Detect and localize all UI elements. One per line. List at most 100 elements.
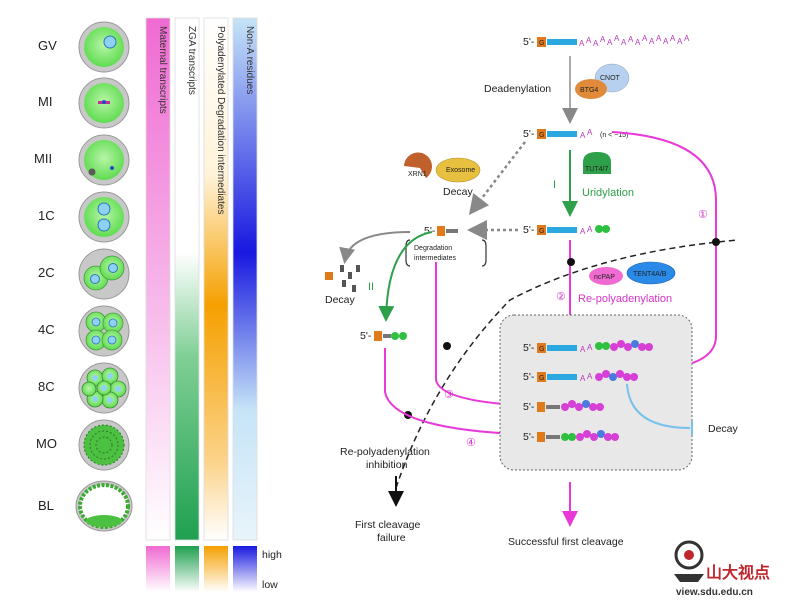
- svg-text:A: A: [579, 39, 585, 48]
- logo-url: view.sdu.edu.cn: [676, 587, 753, 598]
- svg-text:A: A: [593, 39, 599, 48]
- failure-label-1: First cleavage: [355, 519, 421, 531]
- deg-intermediates-label: Degradation: [414, 245, 452, 252]
- svg-text:5'-: 5'-: [360, 330, 372, 342]
- legend-swatch-zga: [175, 546, 199, 592]
- svg-text:A: A: [635, 38, 641, 47]
- svg-text:A: A: [649, 37, 655, 46]
- repolyadenylation-label: Re-polyadenylation: [578, 293, 672, 305]
- svg-text:Exosome: Exosome: [446, 167, 475, 174]
- svg-text:G: G: [539, 40, 544, 47]
- decay-inhibition-line: [626, 383, 691, 429]
- n-less-label: (n < ~15): [600, 132, 628, 139]
- tut47-enzyme: TUT4/7: [583, 152, 611, 174]
- success-label: Successful first cleavage: [508, 536, 624, 548]
- svg-text:BTG4: BTG4: [580, 87, 598, 94]
- svg-text:A: A: [677, 37, 683, 46]
- svg-text:A: A: [621, 38, 627, 47]
- stage-label-4c: 4C: [38, 322, 55, 337]
- svg-text:5'-: 5'-: [523, 128, 535, 140]
- embryo-mi: [78, 77, 130, 129]
- stage-label-1c: 1C: [38, 208, 55, 223]
- bar-zga-transcripts: [174, 17, 200, 541]
- embryo-8c: [78, 362, 130, 414]
- embryo-4c: [78, 305, 130, 357]
- svg-text:G: G: [539, 228, 544, 235]
- label-circ1: ①: [698, 209, 708, 221]
- bar-polyadenylated-intermediates: [203, 17, 229, 541]
- degradation-intermediates: 5'- Degradation intermediates: [405, 225, 487, 267]
- expression-bars: Maternal transcripts ZGA transcripts Pol…: [145, 17, 282, 592]
- product-row-4: 5'-: [523, 430, 619, 443]
- svg-text:A: A: [607, 38, 613, 47]
- bar-label-maternal: Maternal transcripts: [157, 26, 168, 114]
- svg-text:A: A: [586, 36, 592, 45]
- embryo-gv: [78, 21, 130, 73]
- label-circ4: ④: [466, 437, 476, 449]
- label-circ3: ③: [444, 389, 454, 401]
- svg-text:A: A: [580, 131, 586, 140]
- stage-label-8c: 8C: [38, 379, 55, 394]
- stage-label-mo: MO: [36, 436, 57, 451]
- decay-label-top: Decay: [443, 186, 474, 198]
- ncpap-tent4ab: ncPAP TENT4A/B: [589, 261, 676, 285]
- svg-text:5'-: 5'-: [424, 225, 436, 237]
- svg-text:ncPAP: ncPAP: [594, 274, 615, 281]
- stage-label-gv: GV: [38, 38, 57, 53]
- svg-text:5'-: 5'-: [523, 431, 535, 443]
- label-circ2: ②: [556, 291, 566, 303]
- svg-text:A: A: [580, 345, 586, 354]
- svg-text:A: A: [670, 34, 676, 43]
- svg-text:A: A: [587, 343, 593, 352]
- svg-text:5'-: 5'-: [523, 371, 535, 383]
- cap-g: [537, 37, 546, 47]
- svg-text:CNOT: CNOT: [600, 75, 621, 82]
- five-prime-label: 5'-: [523, 36, 535, 48]
- decay-fragments: Decay: [325, 265, 360, 306]
- svg-text:TENT4A/B: TENT4A/B: [633, 271, 667, 278]
- sdu-logo: 山大视点 view.sdu.edu.cn: [674, 540, 770, 598]
- btg4-cnot-complex: CNOT BTG4: [575, 63, 630, 99]
- roman-i: I: [553, 179, 556, 191]
- legend-swatch-poly: [204, 546, 228, 592]
- roman-ii: II: [368, 281, 374, 293]
- svg-text:A: A: [587, 128, 593, 137]
- junction-dot-2: [567, 258, 575, 266]
- svg-text:A: A: [587, 372, 593, 381]
- deadenylation-label: Deadenylation: [484, 83, 551, 95]
- stage-label-bl: BL: [38, 498, 54, 513]
- pathway-3-arrow: [435, 262, 520, 413]
- junction-dot-1: [712, 238, 720, 246]
- embryo-2c: [78, 248, 130, 300]
- xrn1-exosome-decay: XRN1 Exosome Decay: [404, 152, 481, 198]
- dotted-arrow-to-intermediates-top: [468, 141, 526, 215]
- svg-text:5'-: 5'-: [523, 224, 535, 236]
- arrow-to-decay-left: [339, 231, 411, 264]
- repoly-inhibition-label-1: Re-polyadenylation: [340, 446, 430, 458]
- uridylated-intermediate: 5'-: [360, 330, 407, 342]
- coding-region: [547, 39, 577, 45]
- failure-label-2: failure: [377, 532, 406, 544]
- embryo-mo: [78, 419, 130, 471]
- decay-label-left: Decay: [325, 294, 356, 306]
- legend-swatch-maternal: [146, 546, 170, 592]
- stage-label-mii: MII: [34, 151, 52, 166]
- embryo-1c: [78, 191, 130, 243]
- svg-text:A: A: [614, 34, 620, 43]
- bar-label-poly: Polyadenylated Degradation intermediates: [215, 26, 226, 214]
- legend-high: high: [262, 549, 282, 561]
- svg-text:A: A: [587, 225, 593, 234]
- uridylation-label: Uridylation: [582, 187, 634, 199]
- legend-low: low: [262, 579, 278, 591]
- svg-text:A: A: [656, 34, 662, 43]
- svg-text:A: A: [580, 374, 586, 383]
- bar-label-non-a: Non-A residues: [244, 26, 255, 94]
- pathway-1-arrow: [611, 131, 717, 375]
- svg-text:XRN1: XRN1: [408, 171, 427, 178]
